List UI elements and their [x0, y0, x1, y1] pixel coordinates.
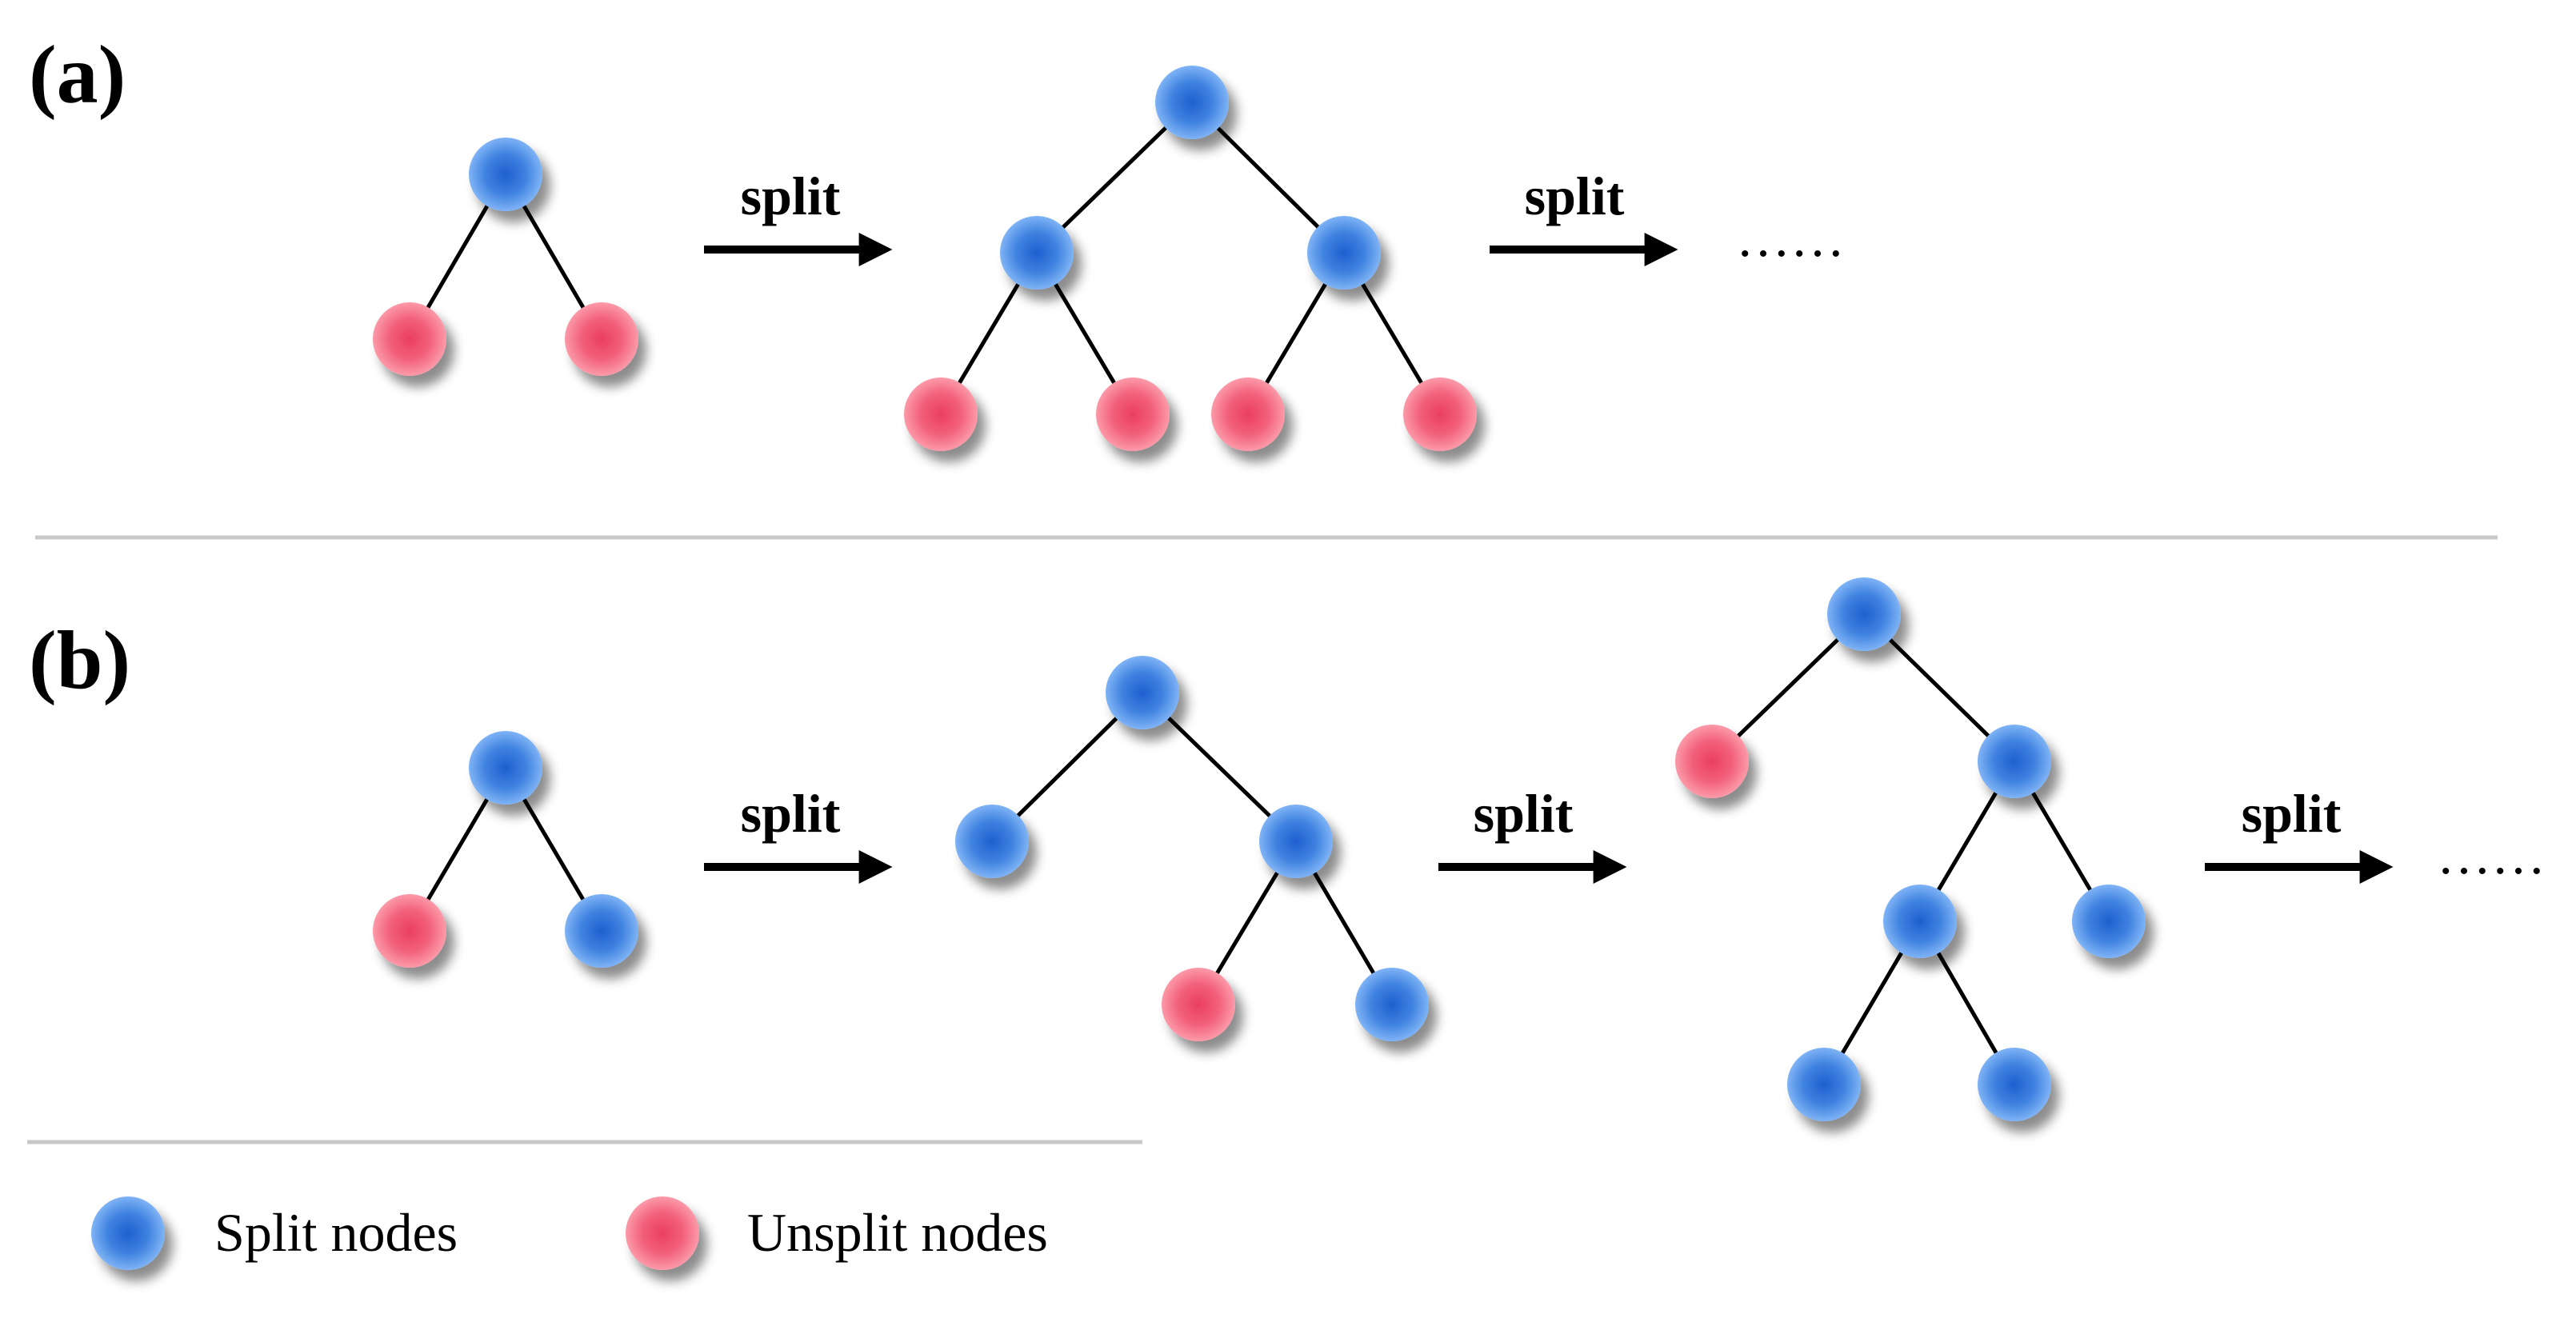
split-label: split: [741, 783, 841, 844]
panel-a: split split ……: [373, 66, 1845, 451]
split-arrow: split: [1438, 783, 1627, 884]
unsplit-node: [1403, 377, 1477, 451]
unsplit-node: [1096, 377, 1170, 451]
split-node: [1307, 216, 1381, 290]
legend-item-unsplit: Unsplit nodes: [626, 1196, 1048, 1270]
split-node: [1106, 656, 1179, 729]
split-node: [469, 731, 542, 805]
split-arrow: split: [704, 166, 893, 266]
legend-item-split: Split nodes: [91, 1196, 458, 1270]
unsplit-node: [565, 302, 638, 376]
split-node: [1355, 968, 1429, 1041]
unsplit-node: [373, 894, 446, 968]
unsplit-node: [1162, 968, 1235, 1041]
split-node: [1259, 805, 1333, 878]
split-node: [1978, 725, 2051, 798]
split-node: [1000, 216, 1074, 290]
tree-b1: [373, 731, 638, 968]
split-arrow: split: [704, 783, 893, 884]
tree-a1: [373, 138, 638, 376]
legend-split-label: Split nodes: [214, 1202, 458, 1263]
unsplit-node-swatch: [626, 1196, 699, 1270]
unsplit-node: [1675, 725, 1749, 798]
tree-b2: [955, 656, 1429, 1041]
split-label: split: [2242, 783, 2342, 844]
split-node: [2072, 885, 2146, 958]
unsplit-node: [904, 377, 978, 451]
split-node: [1155, 66, 1229, 139]
split-node: [565, 894, 638, 968]
panel-b: split split: [373, 577, 2546, 1121]
split-node-swatch: [91, 1196, 165, 1270]
legend: Split nodes Unsplit nodes: [91, 1196, 1048, 1270]
split-node: [955, 805, 1029, 878]
ellipsis: ……: [2437, 825, 2546, 885]
split-node: [1827, 577, 1901, 651]
split-label: split: [1474, 783, 1574, 844]
split-node: [1883, 885, 1957, 958]
split-node: [1978, 1048, 2051, 1121]
split-label: split: [741, 166, 841, 226]
split-arrow: split: [1490, 166, 1678, 266]
tree-b3: [1675, 577, 2146, 1121]
panel-b-label: (b): [29, 614, 130, 706]
split-node: [469, 138, 542, 211]
legend-unsplit-label: Unsplit nodes: [747, 1202, 1048, 1263]
panel-a-label: (a): [29, 29, 126, 121]
unsplit-node: [1211, 377, 1285, 451]
split-node: [1787, 1048, 1861, 1121]
ellipsis: ……: [1736, 207, 1845, 268]
tree-a2: [904, 66, 1477, 451]
split-arrow: split: [2205, 783, 2394, 884]
unsplit-node: [373, 302, 446, 376]
split-label: split: [1525, 166, 1625, 226]
